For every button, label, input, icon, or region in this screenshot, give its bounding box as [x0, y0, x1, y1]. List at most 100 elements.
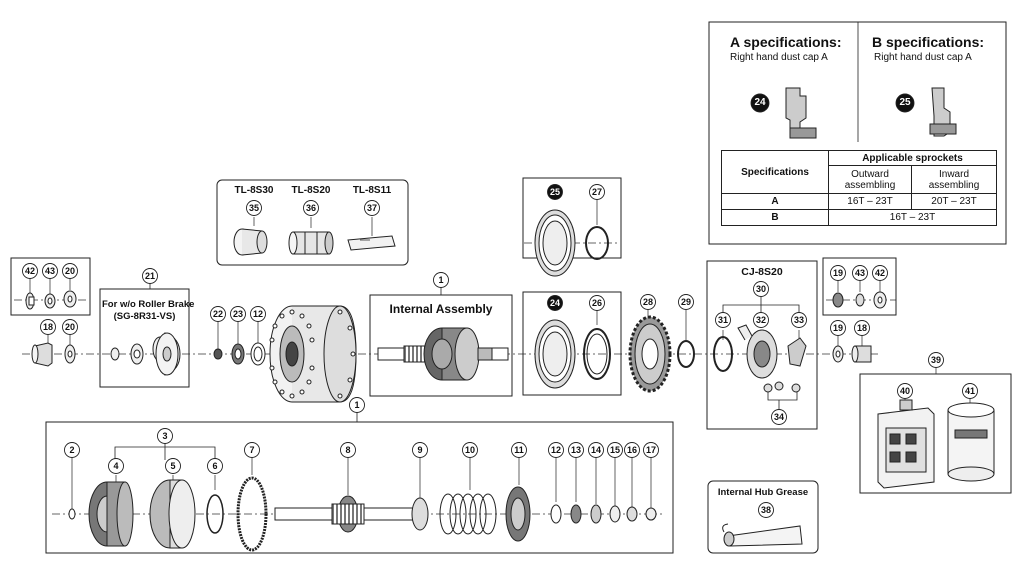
callout-1: 1	[438, 275, 444, 285]
callout-38: 38	[760, 505, 771, 515]
callout-circle-19	[830, 320, 846, 336]
spec-a-title: A specifications:	[730, 34, 842, 50]
callout-23: 23	[232, 309, 243, 319]
dust-cap-profile-a	[785, 87, 817, 139]
callout-circle-8	[340, 442, 356, 458]
callout-18: 18	[42, 322, 53, 332]
cj8s20-drawing	[713, 324, 807, 393]
callout-circle-15	[607, 442, 623, 458]
callout-circle-28	[640, 294, 656, 310]
callout-circle-34	[771, 409, 787, 425]
dust-cap-24-drawing	[534, 319, 611, 389]
callout-25: 25	[899, 97, 911, 108]
callout-35: 35	[248, 203, 259, 213]
callout-circle-7	[244, 442, 260, 458]
callout-33: 33	[793, 315, 804, 325]
callout-circle-21	[142, 268, 158, 284]
callout-circle-12	[548, 442, 564, 458]
callout-15: 15	[609, 445, 620, 455]
upper-left-washers-box	[10, 257, 91, 316]
table-header-specifications: Specifications	[721, 150, 829, 194]
roller-brake-parts	[110, 332, 181, 376]
callout-circle-2	[64, 442, 80, 458]
callout-1: 1	[354, 400, 360, 410]
callout-10: 10	[464, 445, 475, 455]
callout-43: 43	[854, 268, 865, 278]
callout-circle-38	[758, 502, 774, 518]
callout-circle-10	[462, 442, 478, 458]
callout-circle-32	[753, 312, 769, 328]
callout-41: 41	[964, 386, 975, 396]
spec-b-subtitle: Right hand dust cap A	[874, 52, 972, 63]
callout-circle-14	[588, 442, 604, 458]
callout-42: 42	[874, 268, 885, 278]
callout-12: 12	[252, 309, 263, 319]
callout-30: 30	[755, 284, 766, 294]
callout-circle-43	[852, 265, 868, 281]
callout-circle-42	[872, 265, 888, 281]
callout-28: 28	[642, 297, 653, 307]
roller-brake-label-2: (SG-8R31-VS)	[113, 311, 176, 322]
callout-circle-29	[678, 294, 694, 310]
callout-circle-26	[589, 295, 605, 311]
callout-27: 27	[591, 187, 602, 197]
table-row-b-label: B	[721, 209, 829, 226]
internal-assembly-title: Internal Assembly	[389, 302, 493, 316]
callout-13: 13	[570, 445, 581, 455]
table-header-outward: Outward assembling	[828, 165, 912, 194]
callout-20: 20	[64, 266, 75, 276]
callout-circle-40	[897, 383, 913, 399]
callout-19: 19	[832, 323, 843, 333]
tool-label-tl8s11: TL-8S11	[352, 185, 392, 196]
callout-circle-4	[108, 458, 124, 474]
tools-box	[216, 179, 409, 266]
washers-22-23-12	[213, 342, 266, 366]
internal-parts-box	[45, 421, 674, 554]
callout-24: 24	[754, 97, 766, 108]
specifications-panel	[708, 21, 1007, 245]
tool-drawings	[233, 228, 396, 256]
right-axle-parts	[832, 291, 887, 363]
dust-cap-a-box	[522, 291, 622, 396]
callout-circle-24	[547, 295, 563, 311]
dust-cap-25-drawing	[534, 209, 609, 277]
callout-12: 12	[550, 445, 561, 455]
lower-internal-parts	[68, 476, 657, 552]
callout-circle-12	[250, 306, 266, 322]
callout-39: 39	[930, 355, 941, 365]
callout-31: 31	[717, 315, 728, 325]
callout-3: 3	[162, 431, 168, 441]
callout-circle-25	[547, 184, 563, 200]
callout-circle-17	[643, 442, 659, 458]
callout-circle-24	[750, 93, 770, 113]
callout-42: 42	[24, 266, 35, 276]
callout-6: 6	[212, 461, 218, 471]
table-row-b-all: 16T – 23T	[828, 209, 997, 226]
table-header-applicable: Applicable sprockets	[828, 150, 997, 166]
callout-circle-20	[62, 319, 78, 335]
callout-circle-1	[349, 397, 365, 413]
table-row-a-outward: 16T – 23T	[828, 193, 912, 210]
table-row-a-label: A	[721, 193, 829, 210]
callout-9: 9	[417, 445, 423, 455]
callout-circle-31	[715, 312, 731, 328]
callout-4: 4	[113, 461, 119, 471]
callout-37: 37	[366, 203, 377, 213]
callout-circle-20	[62, 263, 78, 279]
callout-8: 8	[345, 445, 351, 455]
applicable-sprockets-table: Specifications Applicable sprockets Outw…	[721, 150, 997, 226]
callout-32: 32	[755, 315, 766, 325]
callout-11: 11	[514, 445, 524, 455]
callout-circle-6	[207, 458, 223, 474]
callout-circle-27	[589, 184, 605, 200]
roller-brake-label-1: For w/o Roller Brake	[102, 299, 195, 310]
hub-shell	[269, 305, 357, 403]
callout-36: 36	[305, 203, 316, 213]
grease-products-drawing	[877, 399, 995, 489]
callout-18: 18	[856, 323, 867, 333]
tool-label-tl8s20: TL-8S20	[291, 185, 331, 196]
upper-right-washers-box	[822, 257, 897, 316]
table-row-a-inward: 20T – 23T	[911, 193, 997, 210]
